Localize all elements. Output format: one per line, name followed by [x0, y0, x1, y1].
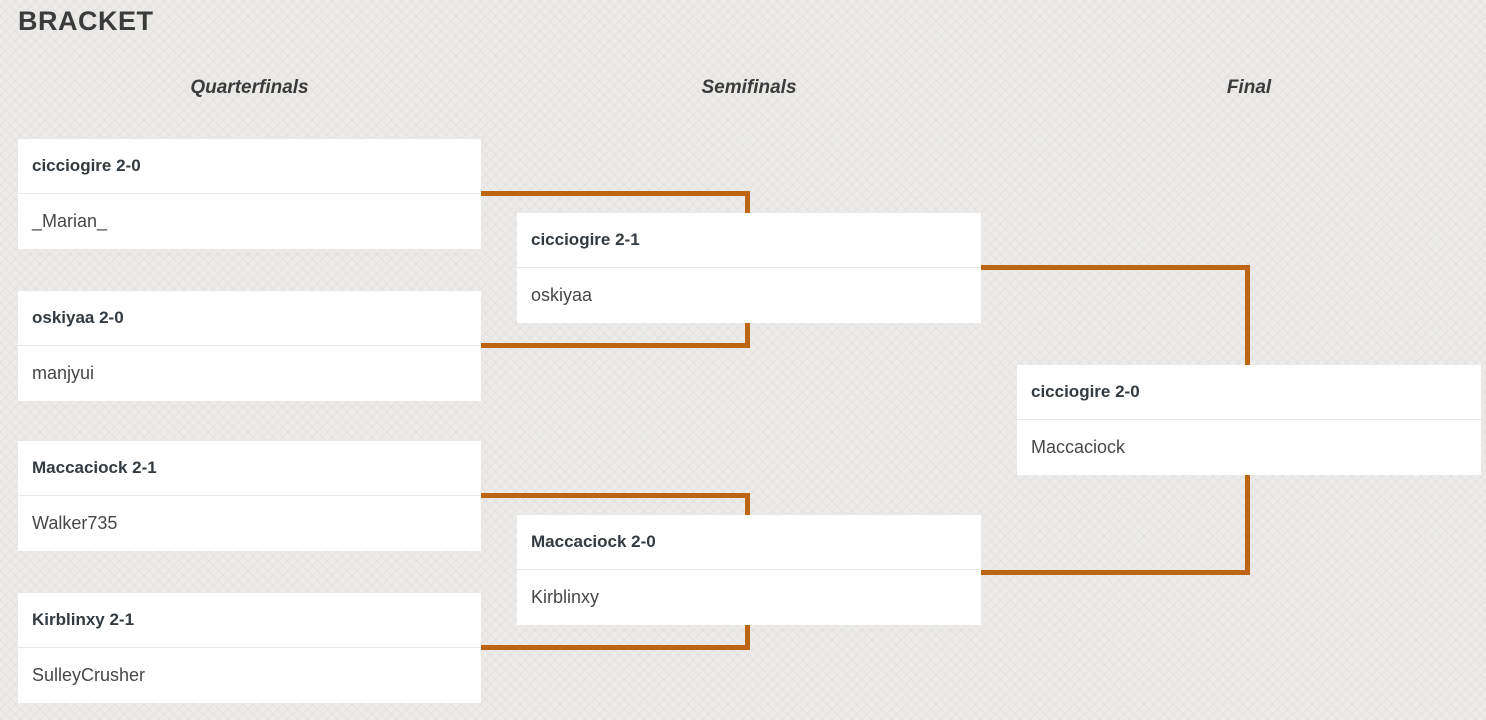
loser-label: manjyui — [32, 363, 95, 383]
match-winner-row: cicciogire 2-0 — [1017, 365, 1481, 419]
loser-label: Maccaciock — [1031, 437, 1126, 457]
match-semifinal-2[interactable]: Maccaciock 2-0 Kirblinxy — [517, 515, 981, 625]
round-header-quarterfinals: Quarterfinals — [190, 77, 309, 98]
match-loser-row: oskiyaa — [517, 267, 981, 323]
winner-label: cicciogire 2-0 — [32, 156, 141, 175]
round-header-final: Final — [1226, 77, 1272, 98]
match-loser-row: Walker735 — [18, 495, 481, 551]
match-winner-row: cicciogire 2-1 — [517, 213, 981, 267]
match-loser-row: _Marian_ — [18, 193, 481, 249]
match-semifinal-1[interactable]: cicciogire 2-1 oskiyaa — [517, 213, 981, 323]
winner-label: Kirblinxy 2-1 — [32, 610, 135, 629]
loser-label: SulleyCrusher — [32, 665, 146, 685]
loser-label: Walker735 — [32, 513, 118, 533]
winner-label: Maccaciock 2-1 — [32, 458, 157, 477]
match-quarterfinal-2[interactable]: oskiyaa 2-0 manjyui — [18, 291, 481, 401]
match-winner-row: Kirblinxy 2-1 — [18, 593, 481, 647]
loser-label: _Marian_ — [32, 211, 108, 231]
winner-label: Maccaciock 2-0 — [531, 532, 656, 551]
match-loser-row: SulleyCrusher — [18, 647, 481, 703]
match-loser-row: Kirblinxy — [517, 569, 981, 625]
match-quarterfinal-1[interactable]: cicciogire 2-0 _Marian_ — [18, 139, 481, 249]
page-title: BRACKET — [18, 6, 154, 36]
match-winner-row: Maccaciock 2-0 — [517, 515, 981, 569]
match-loser-row: manjyui — [18, 345, 481, 401]
loser-label: Kirblinxy — [531, 587, 600, 607]
match-final[interactable]: cicciogire 2-0 Maccaciock — [1017, 365, 1481, 475]
winner-label: cicciogire 2-0 — [1031, 382, 1140, 401]
match-winner-row: oskiyaa 2-0 — [18, 291, 481, 345]
match-winner-row: cicciogire 2-0 — [18, 139, 481, 193]
round-header-semifinals: Semifinals — [701, 77, 797, 98]
match-winner-row: Maccaciock 2-1 — [18, 441, 481, 495]
match-quarterfinal-4[interactable]: Kirblinxy 2-1 SulleyCrusher — [18, 593, 481, 703]
match-quarterfinal-3[interactable]: Maccaciock 2-1 Walker735 — [18, 441, 481, 551]
match-loser-row: Maccaciock — [1017, 419, 1481, 475]
loser-label: oskiyaa — [531, 285, 593, 305]
winner-label: cicciogire 2-1 — [531, 230, 640, 249]
winner-label: oskiyaa 2-0 — [32, 308, 124, 327]
